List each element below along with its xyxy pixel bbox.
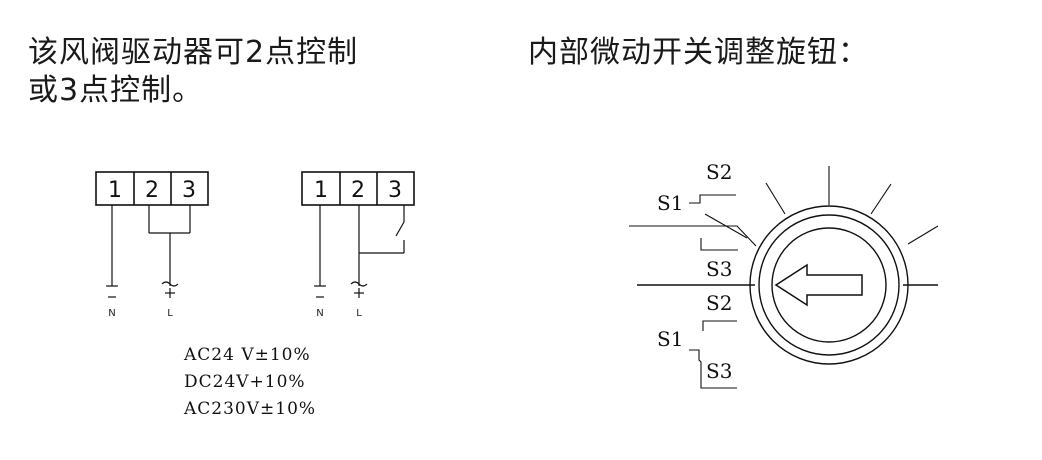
- terminal-2-label: 2: [145, 178, 159, 203]
- voltage-spec-2: DC24V+10%: [184, 372, 306, 392]
- terminal-3-label: 3: [182, 178, 196, 203]
- lower-s2-label: S2: [706, 291, 732, 315]
- upper-s1-label: S1: [657, 191, 683, 215]
- voltage-spec-3: AC230V±10%: [183, 399, 316, 419]
- direction-arrow-icon: [774, 263, 863, 307]
- terminal-block-1: [95, 171, 209, 206]
- wiring-2: [314, 205, 405, 298]
- left-heading: 该风阀驱动器可2点控制 或3点控制。: [28, 34, 358, 110]
- terminal-2-label: 2: [351, 178, 365, 203]
- upper-s2-label: S2: [706, 160, 732, 184]
- terminal-block-2: [301, 171, 415, 206]
- lower-s1-label: S1: [657, 327, 683, 351]
- line-label-1: L: [167, 308, 173, 319]
- left-heading-line1: 该风阀驱动器可2点控制: [28, 35, 359, 70]
- terminal-1-label: 1: [108, 178, 122, 203]
- neutral-label-1: N: [108, 308, 115, 319]
- lower-s3-label: S3: [706, 359, 732, 383]
- neutral-label-2: N: [316, 308, 323, 319]
- line-label-2: L: [356, 308, 362, 319]
- left-heading-line2: 或3点控制。: [28, 73, 204, 108]
- terminal-3-label: 3: [388, 178, 402, 203]
- voltage-spec-1: AC24 V±10%: [183, 345, 311, 365]
- adjustment-knob: [629, 166, 939, 365]
- upper-s3-label: S3: [706, 257, 732, 281]
- right-heading: 内部微动开关调整旋钮：: [528, 35, 869, 70]
- upper-microswitch: [689, 194, 738, 251]
- terminal-1-label: 1: [314, 178, 328, 203]
- wiring-1: [106, 205, 191, 298]
- lower-microswitch: [689, 320, 737, 389]
